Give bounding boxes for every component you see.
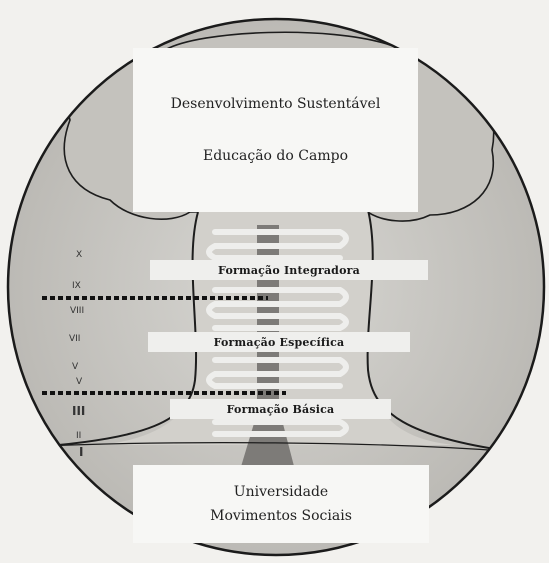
stage-band-integradora: Formação Integradora — [150, 260, 428, 280]
bottom-box-line1: Universidade — [234, 484, 328, 500]
top-box: Desenvolvimento Sustentável Educação do … — [133, 48, 418, 212]
semester-label: V — [76, 377, 82, 387]
stage-band-especifica: Formação Específica — [148, 332, 410, 352]
semester-label: VIII — [70, 306, 84, 316]
semester-label: V — [72, 362, 78, 372]
top-box-line1: Desenvolvimento Sustentável — [171, 96, 381, 112]
semester-label: III — [72, 404, 85, 418]
semester-label: IX — [72, 281, 81, 291]
bottom-box-line2: Movimentos Sociais — [210, 508, 352, 524]
bottom-box: Universidade Movimentos Sociais — [133, 465, 429, 543]
top-box-line2: Educação do Campo — [203, 148, 348, 164]
semester-label: VII — [69, 334, 80, 344]
semester-label: X — [76, 250, 82, 260]
semester-label: I — [79, 445, 83, 459]
semester-label: II — [76, 431, 81, 441]
stage-band-basica: Formação Básica — [170, 399, 391, 419]
